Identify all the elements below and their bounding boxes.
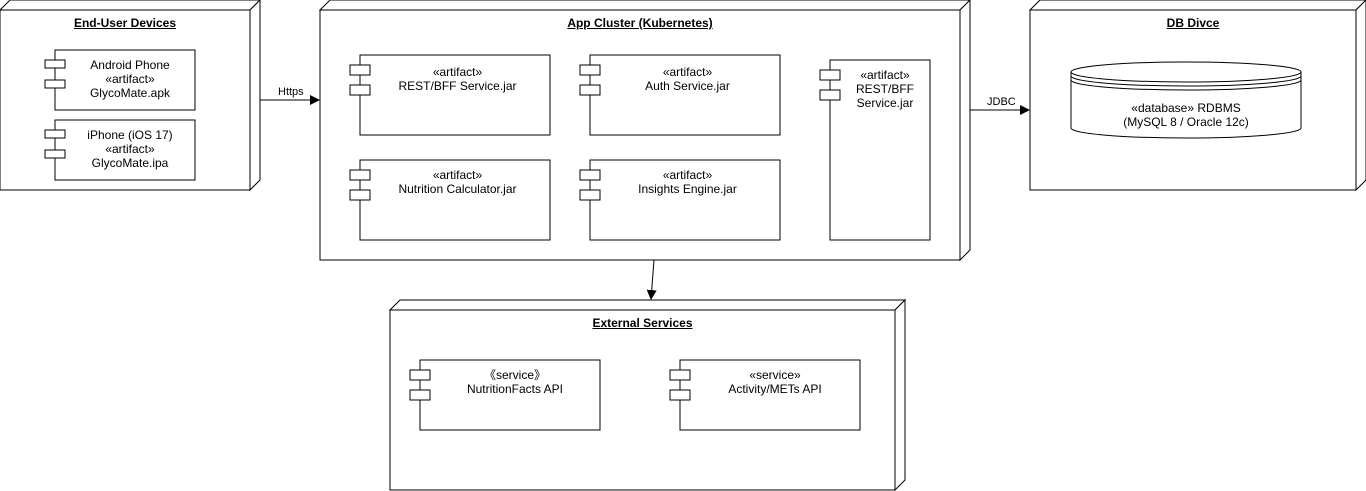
android-phone-label: Android Phone «artifact» GlycoMate.apk (89, 58, 171, 100)
activity-mets-api-label: «service» Activity/METs API (728, 368, 822, 396)
component-nutritionfacts-api (409, 359, 601, 431)
nutritionfacts-api-label: 《service》 NutritionFacts API (466, 368, 564, 396)
node-title-external-services: External Services (592, 316, 693, 330)
insights-engine-label: «artifact» Insights Engine.jar (638, 168, 737, 196)
edge-label-jdbc: JDBC (985, 96, 1018, 108)
component-auth-service (579, 54, 781, 136)
node-title-app-cluster: App Cluster (Kubernetes) (567, 16, 713, 30)
nutrition-calculator-label: «artifact» Nutrition Calculator.jar (398, 168, 517, 196)
component-rest-bff-service-tall (819, 59, 931, 241)
node-title-end-user-devices: End-User Devices (73, 16, 177, 30)
node-title-db-device: DB Divce (1166, 16, 1220, 30)
edge-to-external (646, 259, 657, 300)
auth-service-label: «artifact» Auth Service.jar (645, 65, 730, 93)
database-label: «database» RDBMS (MySQL 8 / Oracle 12c) (1123, 101, 1249, 129)
database-cylinder (1070, 61, 1302, 139)
component-nutrition-calculator (349, 159, 551, 241)
rest-bff-service-tall-label: «artifact» REST/BFF Service.jar (855, 68, 914, 110)
component-rest-bff-service (349, 54, 551, 136)
iphone-label: iPhone (iOS 17) «artifact» GlycoMate.ipa (87, 128, 173, 170)
component-iphone (44, 119, 196, 181)
component-insights-engine (579, 159, 781, 241)
component-android-phone (44, 49, 196, 111)
edge-label-https: Https (276, 86, 306, 98)
component-activity-mets-api (669, 359, 861, 431)
rest-bff-service-label: «artifact» REST/BFF Service.jar (398, 65, 517, 93)
